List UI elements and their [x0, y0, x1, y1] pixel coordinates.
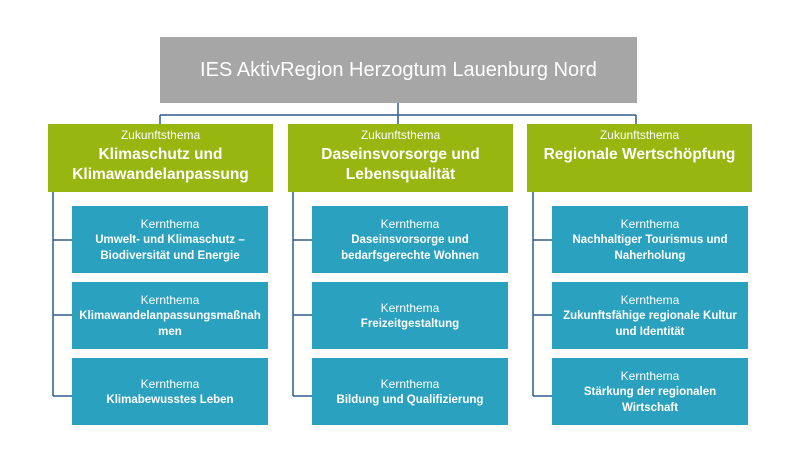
kern-title: Daseinsvorsorge und bedarfsgerechte Wohn…: [341, 233, 479, 262]
kern-kicker: Kernthema: [620, 216, 680, 231]
kern-title: Bildung und Qualifizierung: [336, 393, 484, 406]
kern-title: Klimawandelanpassungsmaßnahmen: [79, 309, 261, 338]
kern-title: Nachhaltiger Tourismus und Naherholung: [572, 233, 728, 262]
kern-node: Kernthema Stärkung der regionalen Wirtsc…: [552, 358, 748, 425]
kern-kicker: Kernthema: [380, 376, 440, 391]
kern-node: Kernthema Freizeitgestaltung: [312, 282, 508, 349]
kern-node: Kernthema Zukunftsfähige regionale Kultu…: [552, 282, 748, 349]
root-title: IES AktivRegion Herzogtum Lauenburg Nord: [200, 58, 597, 81]
kern-kicker: Kernthema: [140, 376, 200, 391]
theme-kicker: Zukunftsthema: [360, 128, 441, 142]
root-node: IES AktivRegion Herzogtum Lauenburg Nord: [160, 37, 637, 103]
kern-title: Stärkung der regionalen Wirtschaft: [583, 385, 717, 414]
kern-kicker: Kernthema: [620, 292, 680, 307]
kern-title: Freizeitgestaltung: [360, 317, 460, 330]
theme-title: Regionale Wertschöpfung: [543, 146, 736, 163]
theme-klimaschutz: Zukunftsthema Klimaschutz und Klimawande…: [48, 124, 273, 192]
theme-title: Daseinsvorsorge und Lebensqualität: [321, 146, 480, 183]
kern-kicker: Kernthema: [140, 216, 200, 231]
theme-wertschoepfung: Zukunftsthema Regionale Wertschöpfung: [527, 124, 752, 192]
kern-kicker: Kernthema: [140, 292, 200, 307]
theme-title: Klimaschutz und Klimawandelanpassung: [72, 146, 249, 183]
kern-node: Kernthema Klimawandelanpassungsmaßnahmen: [72, 282, 268, 349]
kern-title: Klimabewusstes Leben: [106, 393, 234, 406]
kern-title: Zukunftsfähige regionale Kultur und Iden…: [563, 309, 737, 338]
theme-daseinsvorsorge: Zukunftsthema Daseinsvorsorge und Lebens…: [288, 124, 513, 192]
kern-kicker: Kernthema: [380, 216, 440, 231]
kern-node: Kernthema Klimabewusstes Leben: [72, 358, 268, 425]
theme-kicker: Zukunftsthema: [599, 128, 680, 142]
kern-kicker: Kernthema: [620, 368, 680, 383]
kern-node: Kernthema Umwelt- und Klimaschutz – Biod…: [72, 206, 268, 273]
kern-node: Kernthema Nachhaltiger Tourismus und Nah…: [552, 206, 748, 273]
kern-kicker: Kernthema: [380, 300, 440, 315]
kern-node: Kernthema Bildung und Qualifizierung: [312, 358, 508, 425]
kern-title: Umwelt- und Klimaschutz – Biodiversität …: [95, 233, 245, 262]
kern-node: Kernthema Daseinsvorsorge und bedarfsger…: [312, 206, 508, 273]
theme-kicker: Zukunftsthema: [120, 128, 201, 142]
